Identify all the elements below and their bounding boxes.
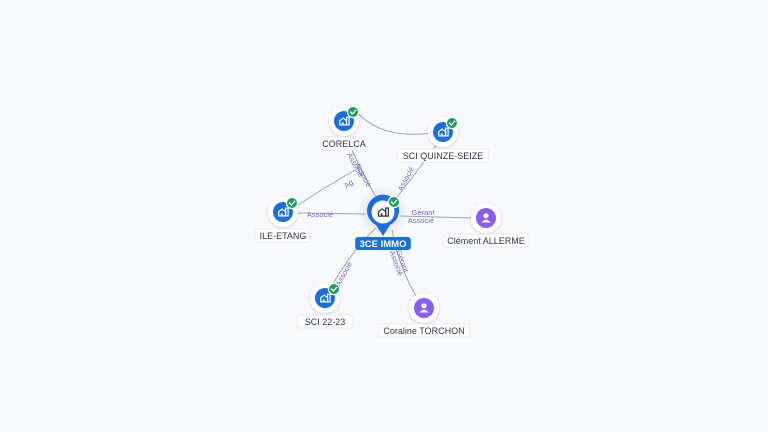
node-label-background bbox=[254, 228, 312, 243]
verified-check-icon bbox=[346, 105, 360, 119]
building-icon bbox=[438, 127, 449, 137]
building-icon bbox=[278, 207, 289, 217]
node-label: Coraline TORCHON bbox=[377, 323, 471, 338]
node-ile[interactable]: ILE-ETANG bbox=[254, 196, 312, 243]
node-label-background bbox=[355, 237, 411, 250]
edge-line bbox=[295, 212, 367, 215]
verified-check-icon bbox=[327, 282, 341, 296]
person-icon bbox=[481, 213, 491, 223]
node-label: SCI QUINZE-SEIZE bbox=[396, 148, 490, 163]
node-label: CORELCA bbox=[320, 136, 368, 151]
node-label-text: 3CE IMMO bbox=[360, 239, 407, 250]
node-label-background bbox=[442, 233, 530, 248]
node-label-background bbox=[320, 136, 368, 151]
building-icon bbox=[377, 207, 390, 217]
edge-label: Associé bbox=[408, 216, 434, 225]
node-label-background bbox=[296, 314, 354, 329]
nodes-layer: CORELCA SCI QUINZE-SEIZE ILE-ETANG SCI 22-2… bbox=[254, 105, 530, 338]
node-sci2223[interactable]: SCI 22-23 bbox=[296, 282, 354, 329]
node-label: 3CE IMMO bbox=[355, 237, 411, 250]
node-label-text: Coraline TORCHON bbox=[383, 326, 464, 336]
edge-label: Ag bbox=[342, 178, 355, 191]
person-icon bbox=[419, 303, 429, 313]
node-label-text: ILE-ETANG bbox=[260, 231, 307, 241]
node-label-text: CORELCA bbox=[322, 139, 366, 149]
edge-line bbox=[399, 215, 474, 219]
edge-label: Associé bbox=[307, 210, 333, 219]
edge-ile-center: Associé bbox=[295, 210, 367, 219]
node-label-text: Clément ALLERME bbox=[447, 236, 525, 246]
node-label: SCI 22-23 bbox=[296, 314, 354, 329]
node-label-text: SCI QUINZE-SEIZE bbox=[403, 151, 484, 161]
node-label: Clément ALLERME bbox=[442, 233, 530, 248]
node-label: ILE-ETANG bbox=[254, 228, 312, 243]
node-clement[interactable]: Clément ALLERME bbox=[442, 203, 530, 248]
node-label-background bbox=[396, 148, 490, 163]
verified-check-icon bbox=[445, 116, 459, 130]
edge-line bbox=[391, 229, 417, 297]
building-icon bbox=[339, 116, 350, 126]
edge-line bbox=[293, 165, 363, 209]
node-center[interactable]: 3CE IMMO bbox=[355, 186, 411, 250]
edge-label: Associé bbox=[396, 165, 416, 192]
edge-ile-corelca: Ag bbox=[293, 165, 363, 209]
node-coraline[interactable]: Coraline TORCHON bbox=[377, 293, 471, 338]
verified-check-icon bbox=[285, 196, 299, 210]
verified-check-icon bbox=[387, 195, 401, 209]
node-quinze[interactable]: SCI QUINZE-SEIZE bbox=[396, 116, 490, 163]
edge-corelca-quinze bbox=[354, 109, 433, 135]
edge-label: Gérant bbox=[412, 208, 436, 217]
building-icon bbox=[320, 293, 331, 303]
node-corelca[interactable]: CORELCA bbox=[320, 105, 368, 151]
center-disc bbox=[371, 200, 395, 224]
node-label-background bbox=[377, 323, 471, 338]
node-label-text: SCI 22-23 bbox=[305, 317, 346, 327]
edge-line bbox=[354, 109, 433, 135]
